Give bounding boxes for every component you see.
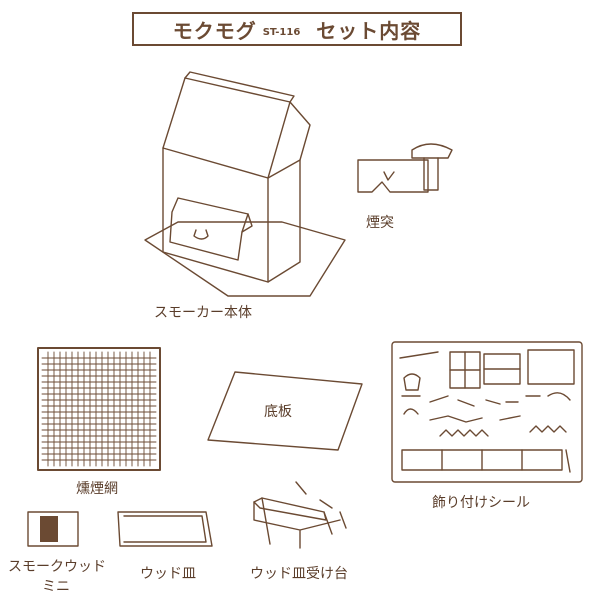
title-box: モクモグ ST-116 セット内容 <box>132 12 462 46</box>
chimney-cap <box>411 143 453 159</box>
sticker-bone <box>565 449 571 473</box>
chimney-illustration <box>357 143 453 193</box>
sticker-grass <box>529 425 567 433</box>
sticker-bunting <box>439 429 489 437</box>
stand-frame <box>253 501 341 549</box>
net-frame <box>37 347 161 471</box>
sticker-stick <box>399 351 439 359</box>
smoker-roof-front <box>162 77 291 179</box>
stand-tabs <box>295 481 347 529</box>
chimney-pipe <box>423 157 439 191</box>
sticker-sheet-frame <box>391 341 583 483</box>
mini-wood-illustration <box>27 511 79 547</box>
chimney-panel <box>357 159 429 193</box>
sticker-window-1-cross <box>449 351 481 389</box>
wood-tray-body <box>117 511 213 547</box>
bottom-plate-label: 底板 <box>264 404 292 420</box>
sticker-window-3 <box>527 349 575 385</box>
smoker-base-sheet <box>144 221 346 297</box>
title-suffix: セット内容 <box>316 18 422 43</box>
tray-stand-label: ウッド皿受け台 <box>250 566 348 582</box>
smoker-roof-side <box>289 101 311 161</box>
sticker-twigs-2 <box>505 392 571 403</box>
smoker-door <box>169 197 249 261</box>
smoker-door-handle <box>193 229 209 240</box>
mini-wood-label <box>40 516 58 542</box>
smoke-net-illustration <box>37 347 161 471</box>
brand-name: モクモグ <box>172 18 257 43</box>
chimney-slot <box>383 171 395 181</box>
smoker-body-label: スモーカー本体 <box>154 305 252 321</box>
sticker-vines <box>403 408 521 423</box>
mini-wood-label-line2: ミニ <box>42 579 70 595</box>
sticker-twigs-1 <box>401 395 501 407</box>
sticker-strip-dividers <box>441 449 523 471</box>
model-code: ST-116 <box>262 26 301 38</box>
net-grid <box>41 351 157 467</box>
smoker-ridge <box>184 71 295 103</box>
stickers-label: 飾り付けシール <box>432 495 530 511</box>
bottom-plate-illustration <box>207 371 363 451</box>
sticker-sheet-illustration <box>391 341 583 483</box>
sticker-creature <box>403 373 421 391</box>
tray-stand-illustration <box>253 481 347 549</box>
mini-wood-label-line1: スモークウッド <box>8 559 106 575</box>
chimney-label: 煙突 <box>366 215 394 231</box>
wood-tray-illustration <box>117 511 213 547</box>
smoker-door-edge <box>241 213 253 233</box>
smoker-body-illustration <box>144 71 346 297</box>
smoker-front-face <box>162 147 269 283</box>
smoke-net-label: 燻煙網 <box>76 481 118 497</box>
smoker-side-face <box>267 159 301 283</box>
mini-wood-box <box>27 511 79 547</box>
wood-tray-inner <box>123 515 207 543</box>
stand-legs-back <box>261 497 333 545</box>
wood-tray-label: ウッド皿 <box>140 566 196 582</box>
